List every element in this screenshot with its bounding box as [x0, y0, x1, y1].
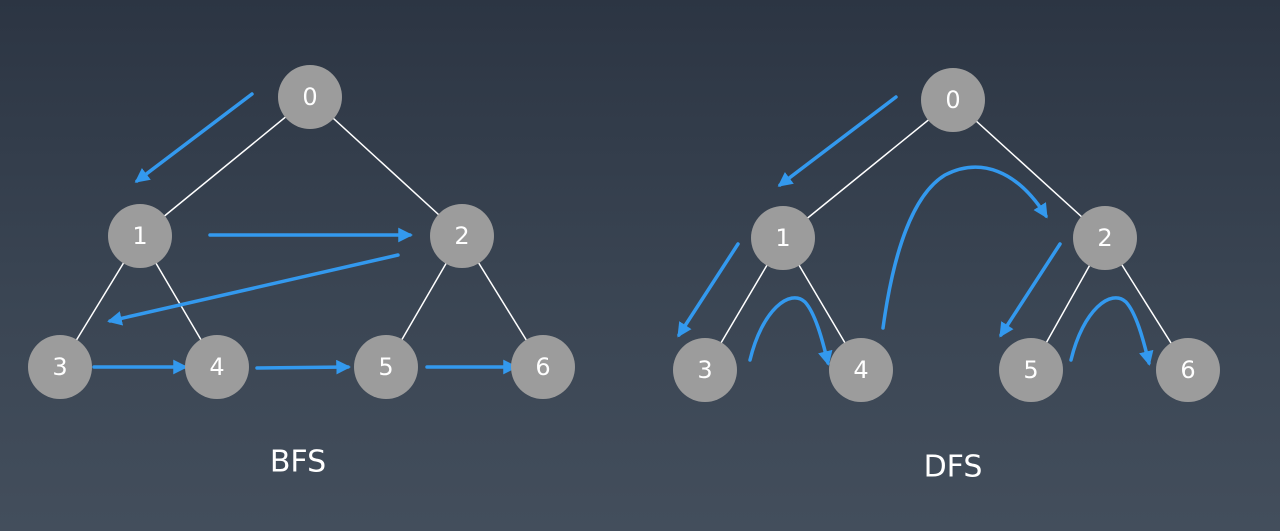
bfs-node-1-label: 1	[132, 222, 147, 250]
dfs-node-6: 6	[1156, 338, 1220, 402]
dfs-node-1: 1	[751, 206, 815, 270]
dfs-arrow-4-to-2	[881, 165, 1048, 330]
dfs-arrow-1-to-3	[677, 242, 740, 338]
dfs-node-0-label: 0	[945, 86, 960, 114]
dfs-node-0: 0	[921, 68, 985, 132]
bfs-arrow-4-to-5	[255, 359, 351, 375]
dfs-node-3: 3	[673, 338, 737, 402]
bfs-node-4: 4	[185, 335, 249, 399]
bfs-node-5: 5	[354, 335, 418, 399]
bfs-node-6: 6	[511, 335, 575, 399]
bfs-node-0-label: 0	[302, 83, 317, 111]
dfs-node-5: 5	[999, 338, 1063, 402]
dfs-node-4: 4	[829, 338, 893, 402]
bfs-node-3-label: 3	[52, 353, 67, 381]
bfs-diagram: 0 1 2 3 4 5 6	[28, 65, 575, 480]
bfs-node-6-label: 6	[535, 353, 550, 381]
bfs-edge-0-2	[309, 96, 463, 237]
dfs-node-5-label: 5	[1023, 356, 1038, 384]
bfs-edge-0-1	[139, 96, 311, 237]
bfs-node-2: 2	[430, 204, 494, 268]
bfs-node-4-label: 4	[209, 353, 224, 381]
bfs-arrow-2-to-3	[107, 253, 400, 326]
dfs-node-4-label: 4	[853, 356, 868, 384]
dfs-edge-0-2	[952, 99, 1106, 239]
dfs-nodes: 0 1 2 3 4 5 6	[673, 68, 1220, 402]
dfs-node-2: 2	[1073, 206, 1137, 270]
bfs-node-1: 1	[108, 204, 172, 268]
dfs-node-6-label: 6	[1180, 356, 1195, 384]
dfs-node-2-label: 2	[1097, 224, 1112, 252]
dfs-caption: DFS	[924, 450, 983, 485]
bfs-node-5-label: 5	[378, 353, 393, 381]
dfs-arrow-5-to-6	[1069, 296, 1154, 366]
dfs-traversal-arrows	[677, 95, 1154, 366]
dfs-arrow-0-to-1	[777, 95, 898, 187]
bfs-node-2-label: 2	[454, 222, 469, 250]
dfs-arrow-3-to-4	[748, 296, 833, 366]
dfs-diagram: 0 1 2 3 4 5 6	[673, 68, 1220, 485]
bfs-traversal-arrows	[92, 92, 518, 375]
dfs-edge-0-1	[782, 99, 954, 239]
bfs-node-0: 0	[278, 65, 342, 129]
dfs-node-1-label: 1	[775, 224, 790, 252]
bfs-node-3: 3	[28, 335, 92, 399]
dfs-arrow-2-to-5	[999, 242, 1062, 338]
bfs-caption: BFS	[270, 445, 326, 480]
dfs-node-3-label: 3	[697, 356, 712, 384]
bfs-arrow-0-to-1	[134, 92, 254, 183]
bfs-nodes: 0 1 2 3 4 5 6	[28, 65, 575, 399]
